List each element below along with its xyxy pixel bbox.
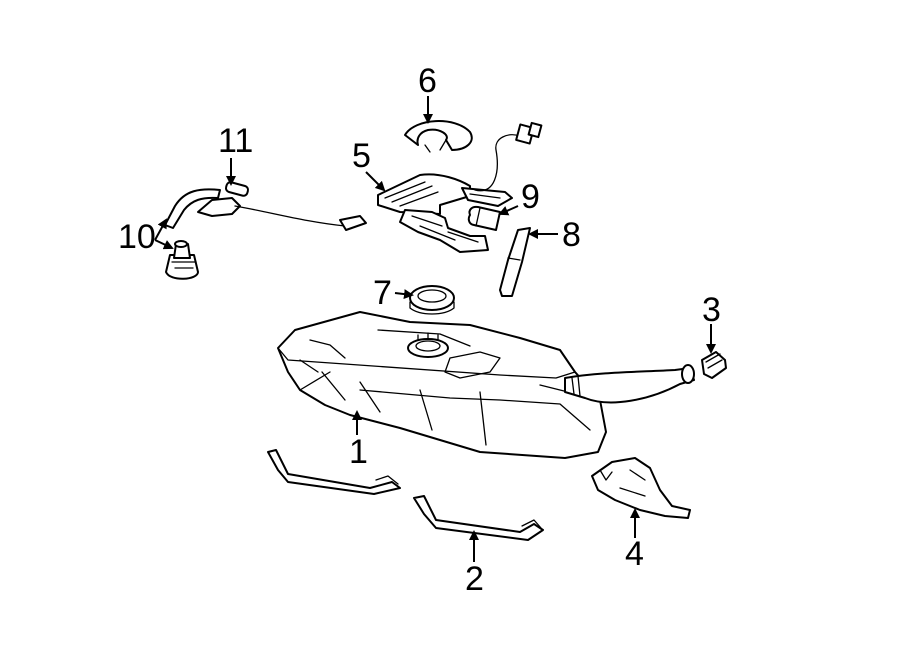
leader-7 [394,289,414,300]
seal-ring-part [409,285,455,315]
strainer-tube-part [499,227,531,297]
tank-strap-lower-part [413,495,544,541]
fuel-filter-part [467,205,501,231]
lock-ring-part [404,120,473,153]
callout-3: 3 [702,291,721,329]
callout-2: 2 [465,560,484,598]
filler-cap-part [701,351,727,379]
leader-lines [154,96,716,562]
leader-10a [154,218,167,241]
callout-11: 11 [218,122,253,160]
vent-hose-part [164,188,221,229]
callout-9: 9 [521,178,540,216]
callout-8: 8 [562,216,581,254]
vapor-line-part [197,181,367,231]
fuel-tank-part [277,311,695,459]
leader-10b [154,239,174,250]
callout-6: 6 [418,62,437,100]
leader-9 [498,205,519,216]
callout-labels: 1 2 3 4 5 6 7 8 9 10 11 [118,62,721,598]
heat-shield-part [591,457,691,519]
callout-5: 5 [352,137,371,175]
callout-4: 4 [625,535,644,573]
callout-7: 7 [373,274,392,312]
callout-1: 1 [349,433,368,471]
callout-10: 10 [118,218,156,256]
leader-5 [365,171,386,192]
vent-valve-part [165,240,199,280]
tank-strap-upper-part [267,449,401,495]
fuel-pump-module-part [377,121,543,253]
